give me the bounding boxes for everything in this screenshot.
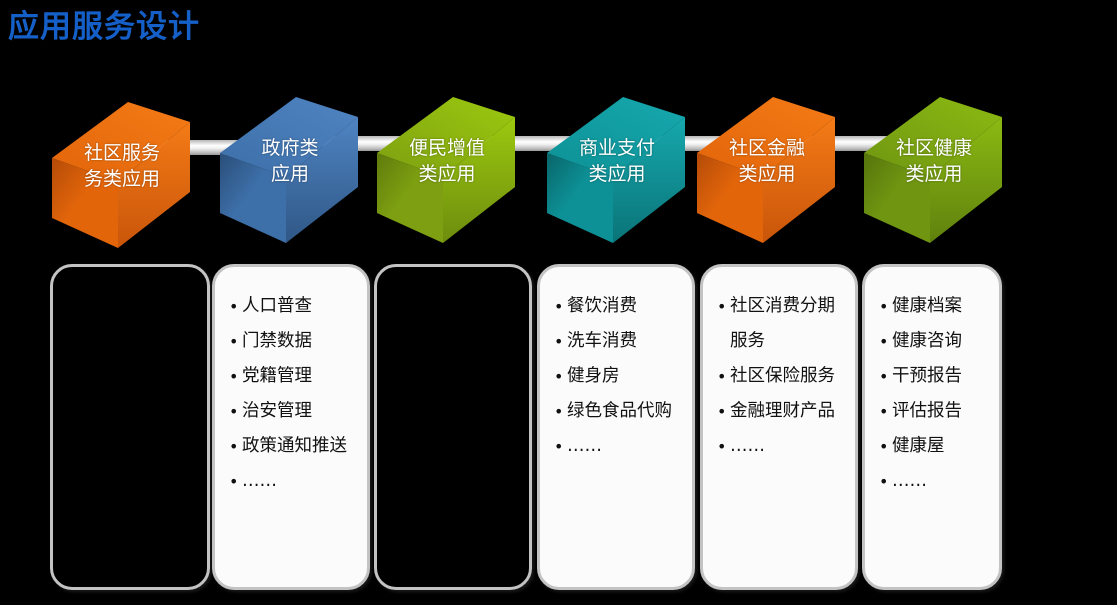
cube-government[interactable]: 政府类应用	[218, 95, 386, 245]
cube-community-finance[interactable]: 社区金融类应用	[695, 95, 863, 245]
list-item: ……	[879, 464, 989, 499]
list-item: 餐饮消费	[554, 289, 682, 324]
list-item: 政策通知推送	[229, 429, 357, 464]
list-item: 金融理财产品	[717, 394, 845, 429]
list-item: 健身房	[554, 359, 682, 394]
detail-list: 社区消费分期服务社区保险服务金融理财产品……	[703, 267, 855, 464]
list-item: 健康屋	[879, 429, 989, 464]
cube-community-health[interactable]: 社区健康类应用	[862, 95, 1030, 245]
detail-box-community-finance-details[interactable]: 社区消费分期服务社区保险服务金融理财产品……	[700, 264, 858, 590]
cube-community-service[interactable]: 社区服务务类应用	[50, 100, 218, 250]
detail-box-government-details[interactable]: 人口普查门禁数据党籍管理治安管理政策通知推送……	[212, 264, 370, 590]
list-item: ……	[554, 429, 682, 464]
list-item: 干预报告	[879, 359, 989, 394]
detail-box-commercial-payment-details[interactable]: 餐饮消费洗车消费健身房绿色食品代购……	[537, 264, 695, 590]
list-item: 治安管理	[229, 394, 357, 429]
list-item: 社区消费分期服务	[717, 289, 845, 359]
list-item: 人口普查	[229, 289, 357, 324]
list-item: ……	[717, 429, 845, 464]
cube-commercial-payment[interactable]: 商业支付类应用	[545, 95, 713, 245]
detail-box-community-service-details[interactable]	[50, 264, 210, 590]
detail-list: 健康档案健康咨询干预报告评估报告健康屋……	[865, 267, 999, 499]
list-item: 健康咨询	[879, 324, 989, 359]
list-item: 党籍管理	[229, 359, 357, 394]
list-item: 健康档案	[879, 289, 989, 324]
list-item: ……	[229, 464, 357, 499]
detail-list: 人口普查门禁数据党籍管理治安管理政策通知推送……	[215, 267, 367, 499]
list-item: 门禁数据	[229, 324, 357, 359]
detail-box-community-health-details[interactable]: 健康档案健康咨询干预报告评估报告健康屋……	[862, 264, 1002, 590]
detail-box-convenience-value-added-details[interactable]	[374, 264, 532, 590]
list-item: 评估报告	[879, 394, 989, 429]
detail-list: 餐饮消费洗车消费健身房绿色食品代购……	[540, 267, 692, 464]
list-item: 社区保险服务	[717, 359, 845, 394]
page-title: 应用服务设计	[8, 9, 200, 45]
list-item: 洗车消费	[554, 324, 682, 359]
cube-convenience-value-added[interactable]: 便民增值类应用	[375, 95, 543, 245]
list-item: 绿色食品代购	[554, 394, 682, 429]
